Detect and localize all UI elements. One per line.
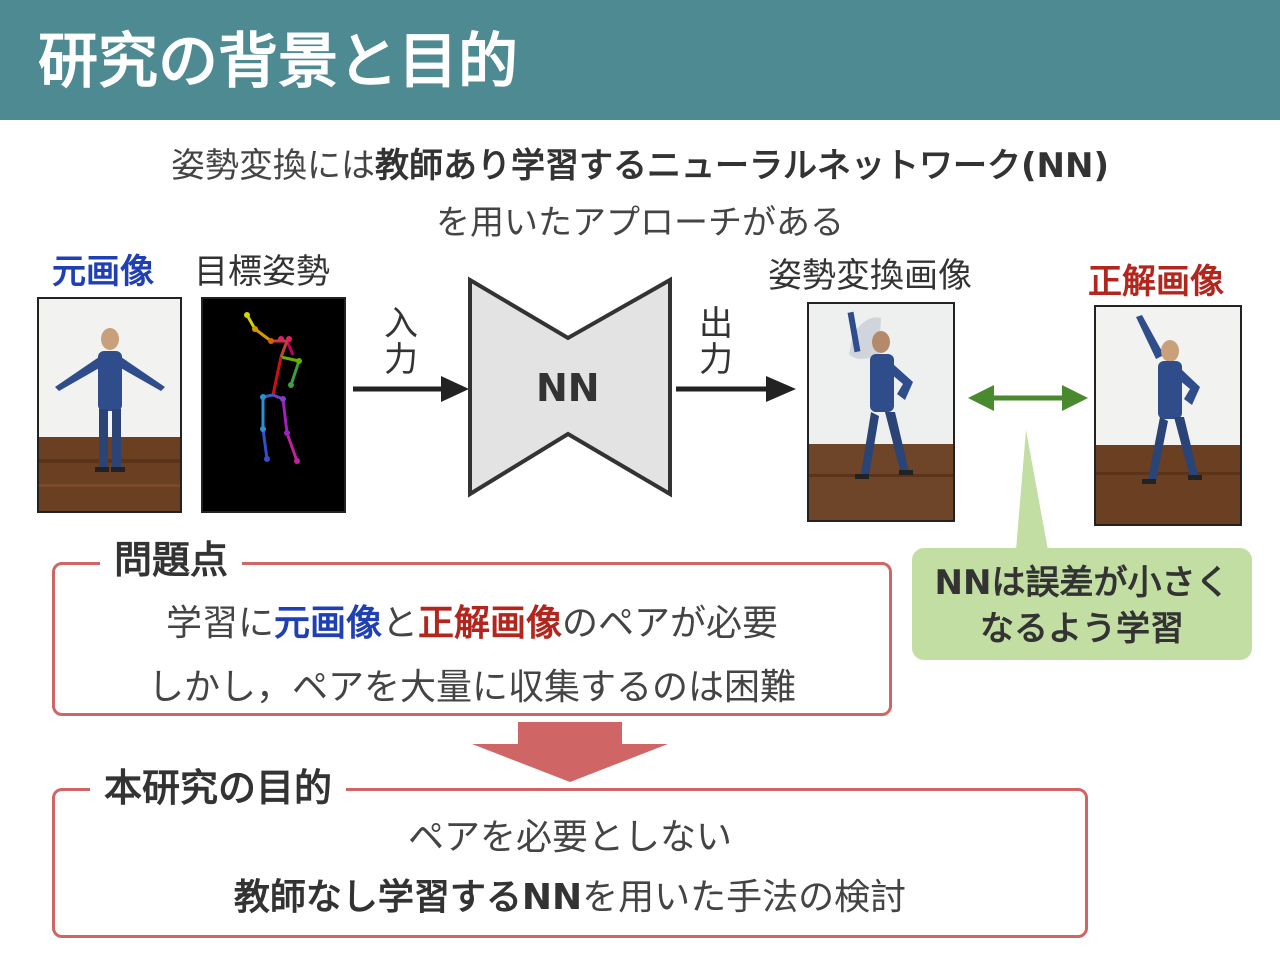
callout-text: NNは誤差が小さく なるよう学習: [912, 560, 1252, 652]
problem-line-1: 学習に元画像と正解画像のペアが必要: [52, 594, 892, 646]
converted-image: [807, 302, 955, 522]
input-label: 入 力: [381, 306, 421, 378]
ground-truth-person-figure: [1096, 307, 1240, 524]
intro-line-1-plain: 姿勢変換には: [171, 146, 375, 186]
purpose-line-2-bold: 教師なし学習するNN: [233, 877, 583, 918]
intro-line-1: 姿勢変換には教師あり学習するニューラルネットワーク(NN): [0, 138, 1280, 187]
converted-person-figure: [809, 304, 953, 520]
slide-title: 研究の背景と目的: [38, 27, 518, 97]
problem-line-1-a: 学習に: [165, 603, 274, 644]
purpose-title: 本研究の目的: [90, 766, 347, 810]
ground-truth-label: 正解画像: [1088, 262, 1224, 302]
problem-line-1-source: 元画像: [273, 603, 382, 644]
purpose-line-2-rest: を用いた手法の検討: [582, 877, 907, 918]
output-label: 出 力: [696, 306, 736, 378]
input-label-char-1: 入: [384, 304, 418, 344]
problem-title: 問題点: [100, 538, 243, 582]
source-image: [37, 297, 182, 513]
callout-box: [912, 548, 1252, 660]
intro-line-2: を用いたアプローチがある: [436, 203, 844, 243]
ground-truth-image: [1094, 305, 1242, 526]
title-bar: [0, 0, 1280, 120]
purpose-line-1: ペアを必要としない: [407, 817, 732, 858]
target-pose-image: [201, 297, 346, 513]
problem-line-2: しかし，ペアを大量に収集するのは困難: [147, 667, 796, 708]
compare-double-arrow: [968, 385, 1088, 411]
pose-skeleton: [244, 312, 302, 464]
nn-bowtie-shape: [468, 276, 672, 498]
purpose-frame: [52, 788, 1088, 938]
problem-line-1-c: と: [381, 603, 418, 644]
problem-line-1-e: のペアが必要: [562, 603, 779, 644]
problem-line-1-ground-truth: 正解画像: [418, 603, 563, 644]
target-pose-label: 目標姿勢: [194, 252, 330, 292]
output-label-char-2: 力: [699, 340, 733, 380]
down-arrow: [472, 722, 668, 782]
source-person-figure: [39, 299, 180, 511]
callout-pointer: [1016, 430, 1048, 550]
problem-frame: [52, 562, 892, 716]
intro-line-1-bold: 教師あり学習するニューラルネットワーク(NN): [375, 146, 1109, 186]
callout-line-1: NNは誤差が小さく: [934, 563, 1230, 603]
output-label-char-1: 出: [699, 304, 733, 344]
callout-line-2: なるよう学習: [980, 609, 1184, 649]
input-label-char-2: 力: [384, 340, 418, 380]
purpose-line-2: 教師なし学習するNNを用いた手法の検討: [52, 868, 1088, 920]
source-image-label: 元画像: [52, 252, 154, 292]
nn-label: NN: [536, 366, 600, 410]
input-arrow: [353, 376, 469, 402]
converted-image-label: 姿勢変換画像: [768, 256, 972, 296]
output-arrow: [676, 376, 796, 402]
